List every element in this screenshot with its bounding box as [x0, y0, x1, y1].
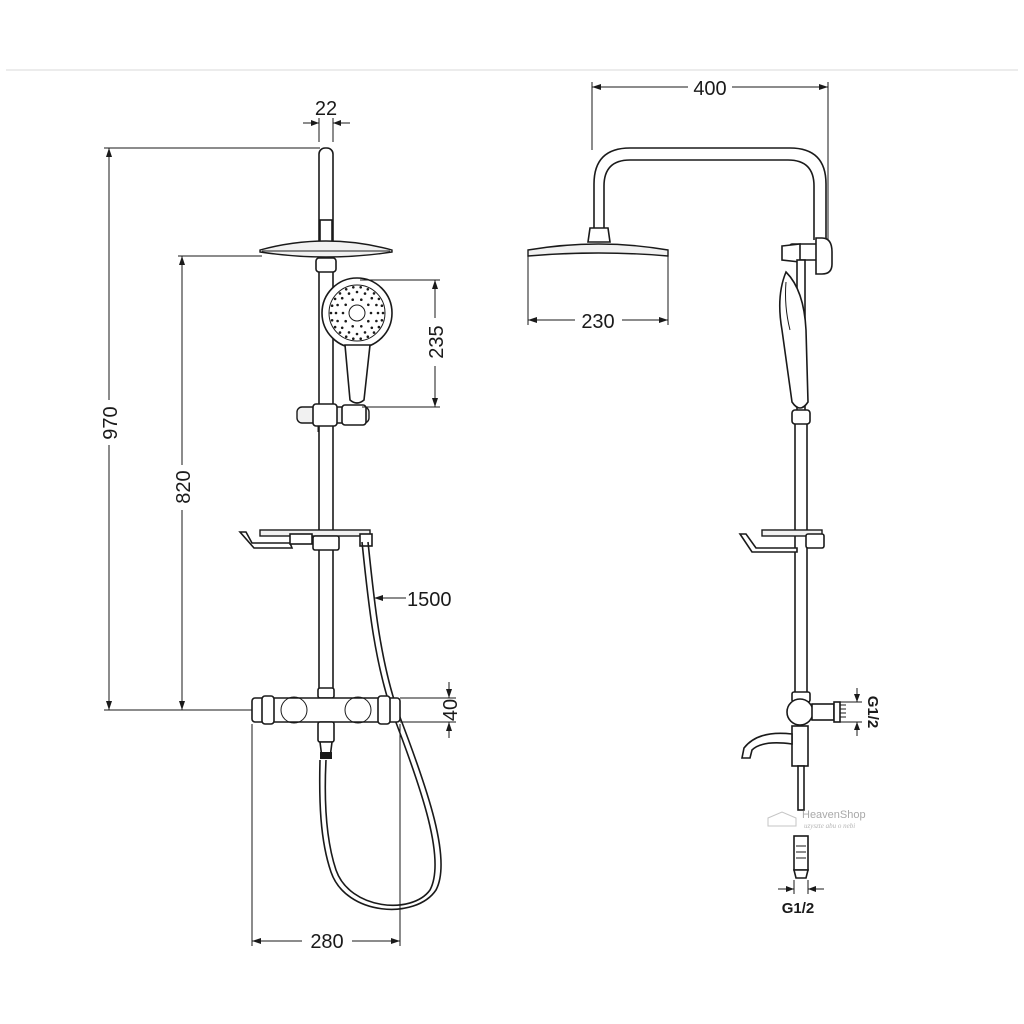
nozzle-dot: [369, 311, 373, 315]
dim-arm-reach: 400: [693, 78, 726, 100]
nozzle-dot: [367, 303, 370, 307]
nozzle-dot: [366, 335, 370, 339]
nozzle-dot: [340, 296, 344, 300]
nozzle-dot: [367, 319, 370, 323]
nozzle-dot: [359, 337, 363, 341]
side-shelf: [738, 529, 825, 553]
front-bracket-upper: [315, 257, 337, 273]
nozzle-dot: [344, 335, 348, 339]
side-mixer-assembly: [741, 691, 846, 879]
watermark: HeavenShop uzyszte abu o nebi: [767, 809, 866, 830]
dim-total-height: 970: [100, 406, 122, 439]
watermark-tagline: uzyszte abu o nebi: [804, 822, 855, 830]
nozzle-dot: [360, 298, 363, 302]
watermark-logo-icon: [767, 811, 797, 827]
front-hose: [324, 541, 436, 907]
nozzle-dot: [372, 292, 376, 295]
nozzle-dot: [377, 297, 381, 301]
nozzle-dot: [330, 304, 334, 308]
nozzle-dot: [340, 326, 344, 330]
side-riser-bar: [794, 419, 808, 697]
nozzle-dot: [338, 292, 342, 295]
nozzle-dot: [363, 331, 367, 334]
dim-head-height: 820: [173, 470, 195, 503]
dim-bar-diameter: 22: [315, 98, 337, 120]
nozzle-dot: [370, 326, 374, 330]
front-view: [238, 147, 442, 911]
nozzle-dot: [351, 298, 355, 302]
nozzle-dot: [377, 325, 381, 329]
nozzle-dot: [336, 319, 339, 323]
nozzle-dot: [333, 297, 337, 301]
front-dimensions: 22 970 820 235 1500 40: [100, 98, 462, 953]
side-head-connector: [587, 227, 611, 243]
nozzle-dot: [355, 290, 359, 294]
side-wall-bracket: [781, 237, 833, 275]
watermark-brand: HeavenShop: [802, 809, 866, 821]
dim-inlet-thread: G1/2: [864, 696, 881, 729]
dim-mixer-width: 280: [310, 931, 343, 953]
dim-bottom-thread: G1/2: [782, 900, 815, 917]
nozzle-dot: [363, 292, 367, 295]
nozzle-dot: [338, 331, 342, 334]
dim-hand-shower-length: 235: [426, 325, 448, 358]
nozzle-dot: [341, 311, 345, 315]
front-slider-holder: [296, 403, 370, 432]
nozzle-dot: [380, 319, 384, 322]
nozzle-dot: [347, 292, 351, 295]
nozzle-dot: [380, 304, 384, 308]
front-bar-joint: [317, 687, 335, 699]
dim-head-diameter: 230: [581, 311, 614, 333]
nozzle-dot: [375, 319, 378, 323]
nozzle-dot: [359, 286, 363, 289]
nozzle-dot: [344, 319, 348, 323]
nozzle-dot: [381, 311, 385, 315]
nozzle-dot: [372, 331, 376, 334]
side-view: [527, 147, 846, 879]
front-hand-shower: [321, 277, 393, 404]
nozzle-dot: [366, 288, 370, 291]
front-thermostatic-mixer: [251, 695, 401, 759]
nozzle-dot: [370, 296, 374, 300]
nozzle-dot: [355, 332, 359, 336]
nozzle-dot: [336, 303, 339, 307]
nozzle-dot: [344, 288, 348, 291]
nozzle-dot: [334, 311, 338, 315]
nozzle-dot: [347, 331, 351, 334]
nozzle-dot: [330, 319, 334, 322]
nozzle-dot: [375, 303, 378, 307]
nozzle-dot: [352, 286, 355, 289]
dim-mixer-height: 40: [440, 699, 462, 721]
side-shower-arm: [593, 147, 827, 240]
nozzle-dot: [351, 325, 355, 328]
side-rain-shower-head: [527, 243, 669, 257]
side-dimensions: 400 230 G1/2 G1/2: [527, 78, 881, 917]
front-shelf: [238, 529, 373, 551]
front-rain-shower-head: [259, 240, 393, 258]
nozzle-dot: [376, 311, 380, 315]
dim-hose-length: 1500: [407, 589, 452, 611]
nozzle-dot: [344, 303, 348, 307]
nozzle-dot: [329, 311, 333, 315]
side-hand-shower: [778, 270, 809, 409]
nozzle-dot: [360, 325, 363, 328]
nozzle-dot: [352, 337, 355, 341]
nozzle-dot: [333, 325, 337, 329]
